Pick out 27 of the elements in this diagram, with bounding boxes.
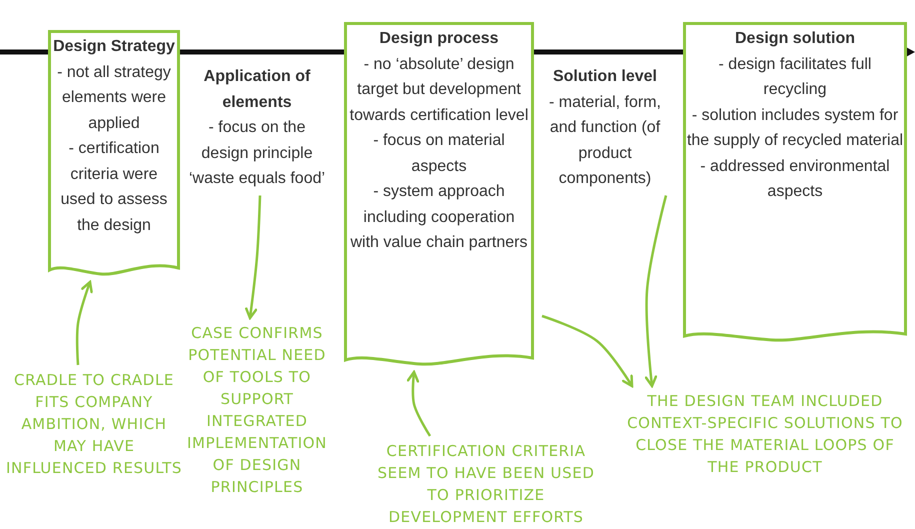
stage-box: [48, 30, 180, 278]
arrow: [76, 280, 93, 366]
bullet-text: - no ‘absolute’ design target but development towards certification level: [348, 54, 530, 126]
bullet-text: - focus on the design principle ‘waste equals food’: [188, 118, 326, 189]
box-heading: Design Strategy: [52, 37, 176, 57]
bullet-text: - focus on material aspects: [372, 131, 506, 176]
bullet-text: - not all strategy elements were applied: [56, 62, 172, 134]
arrow: [644, 195, 668, 388]
stage-heading: Application of elements: [202, 67, 312, 112]
bullet-text: - certification criteria were used to assess the design: [60, 139, 168, 236]
bullet-text: - solution includes system for the supply of recycled material: [686, 106, 904, 151]
annotation-note: CASE CONFIRMS POTENTIAL NEED OF TOOLS TO SUPPORT INTEGRATED IMPLEMENTATION OF DESIGN PRINCIPLES: [186, 322, 328, 498]
arrow: [542, 314, 634, 388]
annotation-note: THE DESIGN TEAM INCLUDED CONTEXT-SPECIFIC SOLUTIONS TO CLOSE THE MATERIAL LOOPS OF THE PRODUCT: [622, 390, 908, 478]
stage-heading: Solution level: [552, 67, 658, 87]
bullet-text: - material, form, and function (of product components): [548, 92, 662, 189]
box-heading: Design solution: [734, 29, 856, 49]
annotation-note: CRADLE TO CRADLE FITS COMPANY AMBITION, WHICH MAY HAVE INFLUENCED RESULTS: [6, 369, 182, 479]
bullet-text: - design facilitates full recycling: [718, 54, 872, 100]
bullet-text: - addressed environmental aspects: [699, 156, 891, 202]
bullet-text: - system approach including cooperation with value chain partners: [350, 182, 528, 253]
arrow: [244, 195, 262, 320]
stage-box: [683, 22, 907, 344]
annotation-note: CERTIFICATION CRITERIA SEEM TO HAVE BEEN USED TO PRIORITIZE DEVELOPMENT EFFORTS: [370, 440, 602, 528]
arrow: [406, 370, 432, 437]
stage-box: [344, 22, 534, 368]
box-heading: Design process: [378, 29, 500, 49]
